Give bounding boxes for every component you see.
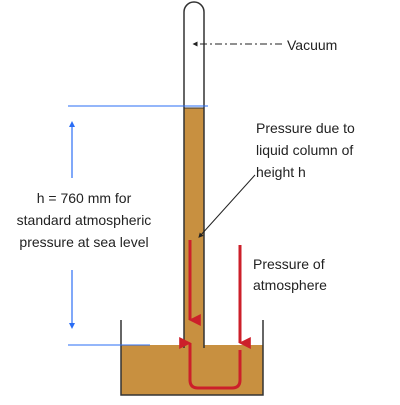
liquid-column-label-line2: liquid column of xyxy=(256,142,353,158)
height-note-line1: h = 760 mm for xyxy=(37,190,132,206)
pressure-flow-path xyxy=(188,350,242,390)
liquid-column-label-line3: height h xyxy=(256,164,306,180)
liquid-column-pointer xyxy=(198,174,256,238)
atmosphere-label-line2: atmosphere xyxy=(253,277,327,293)
vacuum-label: Vacuum xyxy=(287,37,337,53)
height-note-line2: standard atmospheric xyxy=(17,212,152,228)
liquid-column-label-line1: Pressure due to xyxy=(256,120,355,136)
atmosphere-label-line1: Pressure of xyxy=(253,256,325,272)
tube-outline xyxy=(183,1,205,348)
dish-outline xyxy=(120,320,264,396)
height-note-line3: pressure at sea level xyxy=(19,234,148,250)
tube-liquid-column xyxy=(184,108,204,348)
